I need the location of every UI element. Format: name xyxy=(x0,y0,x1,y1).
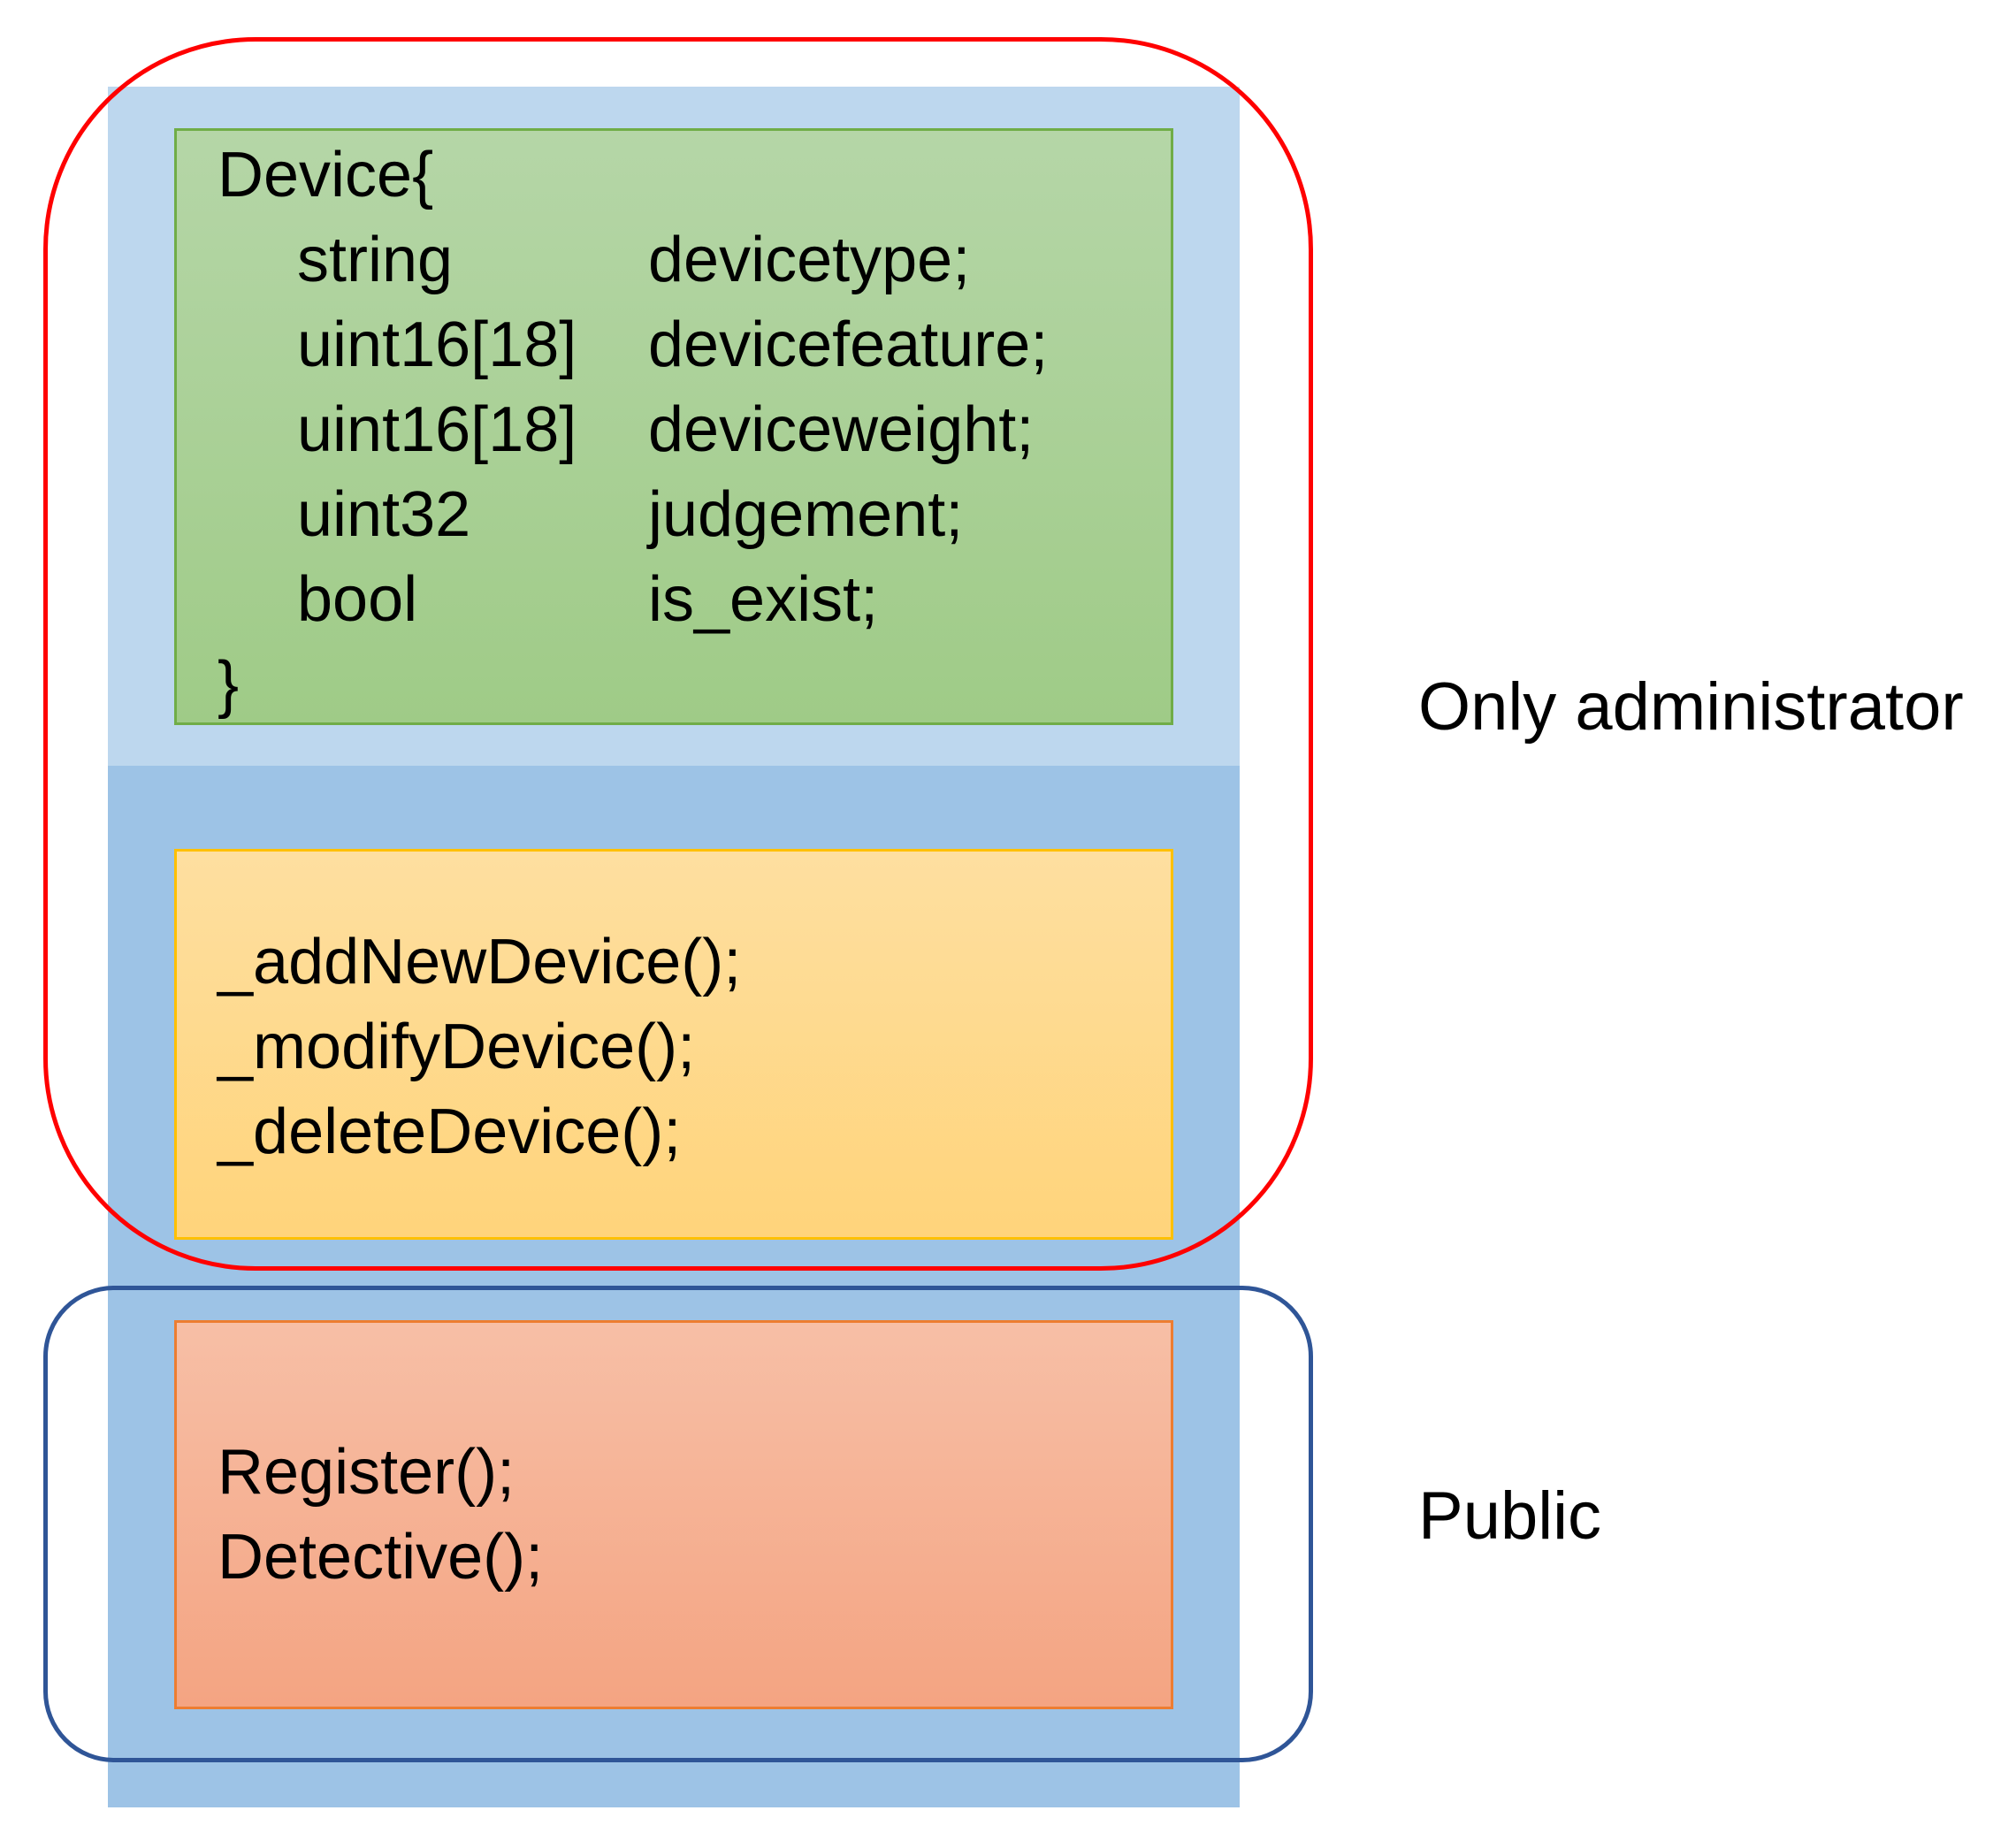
field-type: uint32 xyxy=(297,479,471,550)
field-name: devicetype; xyxy=(648,225,971,295)
field-name: deviceweight; xyxy=(648,394,1035,465)
public-access-region xyxy=(43,1286,1313,1762)
field-type: uint16[18] xyxy=(297,309,577,380)
public-region-label: Public xyxy=(1418,1478,1601,1554)
field-type: string xyxy=(297,225,454,295)
admin-access-region xyxy=(43,37,1313,1271)
field-type: bool xyxy=(297,564,418,635)
admin-functions-box xyxy=(174,849,1173,1240)
struct-footer: } xyxy=(218,649,240,720)
field-name: devicefeature; xyxy=(648,309,1049,380)
device-struct-box xyxy=(174,128,1173,725)
admin-region-label: Only administrator xyxy=(1418,669,1964,745)
public-function: Register(); xyxy=(218,1437,515,1508)
public-function: Detective(); xyxy=(218,1522,544,1593)
field-name: is_exist; xyxy=(648,564,879,635)
admin-function: _addNewDevice(); xyxy=(218,927,742,997)
public-functions-box xyxy=(174,1320,1173,1709)
field-type: uint16[18] xyxy=(297,394,577,465)
field-name: judgement; xyxy=(648,479,964,550)
admin-function: _modifyDevice(); xyxy=(218,1012,696,1082)
admin-function: _deleteDevice(); xyxy=(218,1096,682,1167)
